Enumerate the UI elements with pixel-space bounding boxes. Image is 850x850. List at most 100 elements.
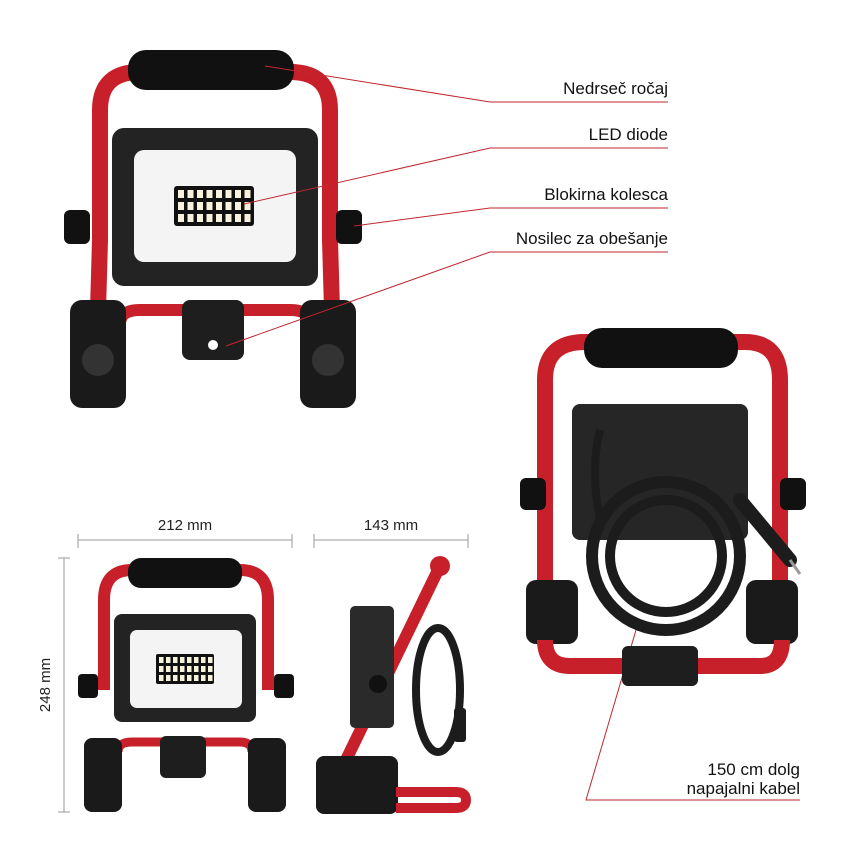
front-view-large	[64, 50, 362, 408]
led-chip	[216, 202, 222, 210]
led-chip	[187, 657, 192, 663]
callout-led: LED diode	[589, 125, 668, 144]
side-plug	[454, 708, 466, 742]
led-chip	[197, 214, 203, 222]
dim-height-label: 248 mm	[37, 658, 54, 712]
led-chip	[197, 190, 203, 198]
cable-lead	[591, 429, 604, 521]
dim-width-label: 212 mm	[158, 517, 212, 534]
plug-pin	[788, 559, 802, 575]
led-chip	[244, 202, 251, 210]
leader-cable	[585, 629, 800, 801]
led-chip	[208, 675, 213, 681]
leader-led	[243, 147, 668, 205]
rear-handle-grip	[584, 328, 738, 368]
side-foot	[316, 756, 398, 814]
led-panel	[174, 186, 254, 226]
led-chip	[187, 214, 194, 222]
side-cable-coil	[412, 624, 464, 756]
leader-hanger	[225, 251, 668, 347]
led-chip	[178, 214, 184, 222]
frame-leg-left	[90, 239, 108, 311]
side-view	[316, 556, 472, 814]
led-chip	[187, 666, 192, 672]
led-chip	[208, 666, 213, 672]
led-chip	[173, 657, 178, 663]
led-chip	[194, 675, 199, 681]
led-chip	[235, 214, 241, 222]
callout-handle: Nedrseč ročaj	[563, 79, 668, 98]
led-chip	[166, 666, 171, 672]
led-chip	[194, 666, 199, 672]
rear-knob-right	[780, 478, 806, 510]
hanging-bracket	[182, 300, 244, 360]
led-chip	[201, 657, 206, 663]
led-array	[178, 190, 251, 222]
side-handle-end	[430, 556, 450, 576]
callout-leaders	[225, 65, 800, 801]
led-chip	[166, 657, 171, 663]
handle-grip	[128, 50, 294, 90]
led-chip	[201, 675, 206, 681]
rear-view	[520, 328, 806, 686]
led-chip	[206, 190, 213, 198]
led-chip	[225, 214, 232, 222]
led-chip	[173, 666, 178, 672]
dim-depth-label: 143 mm	[364, 517, 418, 534]
led-chip	[216, 190, 222, 198]
dimension-lines	[58, 534, 469, 813]
led-chip	[206, 202, 213, 210]
led-chip	[208, 657, 213, 663]
side-housing	[350, 606, 394, 728]
rear-foot-left	[526, 580, 578, 644]
led-chip	[187, 202, 194, 210]
rear-hanger	[622, 646, 698, 686]
lock-knob-left	[64, 210, 90, 244]
small-foot-left	[84, 738, 122, 812]
led-chip	[194, 657, 199, 663]
callout-cable-line2: napajalni kabel	[687, 779, 800, 798]
callout-hanger: Nosilec za obešanje	[516, 229, 668, 248]
led-chip	[159, 657, 164, 663]
lock-knob-right	[336, 210, 362, 244]
led-chip	[187, 675, 192, 681]
small-knob-left	[78, 674, 98, 698]
led-chip	[225, 202, 232, 210]
led-chip	[216, 214, 222, 222]
rear-knob-left	[520, 478, 546, 510]
led-chip	[180, 666, 185, 672]
frame-leg-right	[322, 239, 340, 311]
led-chip	[159, 675, 164, 681]
hanger-hole	[208, 340, 218, 350]
wheel-left	[82, 344, 114, 376]
led-chip	[244, 190, 251, 198]
led-chip	[180, 657, 185, 663]
led-chip	[166, 675, 171, 681]
plug-body	[733, 493, 797, 567]
callout-lock-wheels: Blokirna kolesca	[544, 185, 668, 204]
cable-coil-inner	[605, 495, 727, 617]
led-chip	[244, 214, 251, 222]
side-knob	[369, 675, 387, 693]
led-chip	[178, 190, 184, 198]
front-view-small	[78, 558, 294, 812]
small-handle-grip	[128, 558, 242, 588]
led-chip	[197, 202, 203, 210]
led-chip	[225, 190, 232, 198]
led-chip	[235, 202, 241, 210]
led-chip	[180, 675, 185, 681]
cable-coil-outer	[586, 476, 746, 636]
led-chip	[201, 666, 206, 672]
side-base-bar	[396, 787, 472, 813]
wheel-right	[312, 344, 344, 376]
led-chip	[235, 190, 241, 198]
callout-cable-line1: 150 cm dolg	[707, 760, 800, 779]
small-foot-right	[248, 738, 286, 812]
led-chip	[187, 190, 194, 198]
led-chip	[206, 214, 213, 222]
rear-foot-right	[746, 580, 798, 644]
small-knob-right	[274, 674, 294, 698]
leader-lock	[353, 207, 668, 227]
led-chip	[178, 202, 184, 210]
